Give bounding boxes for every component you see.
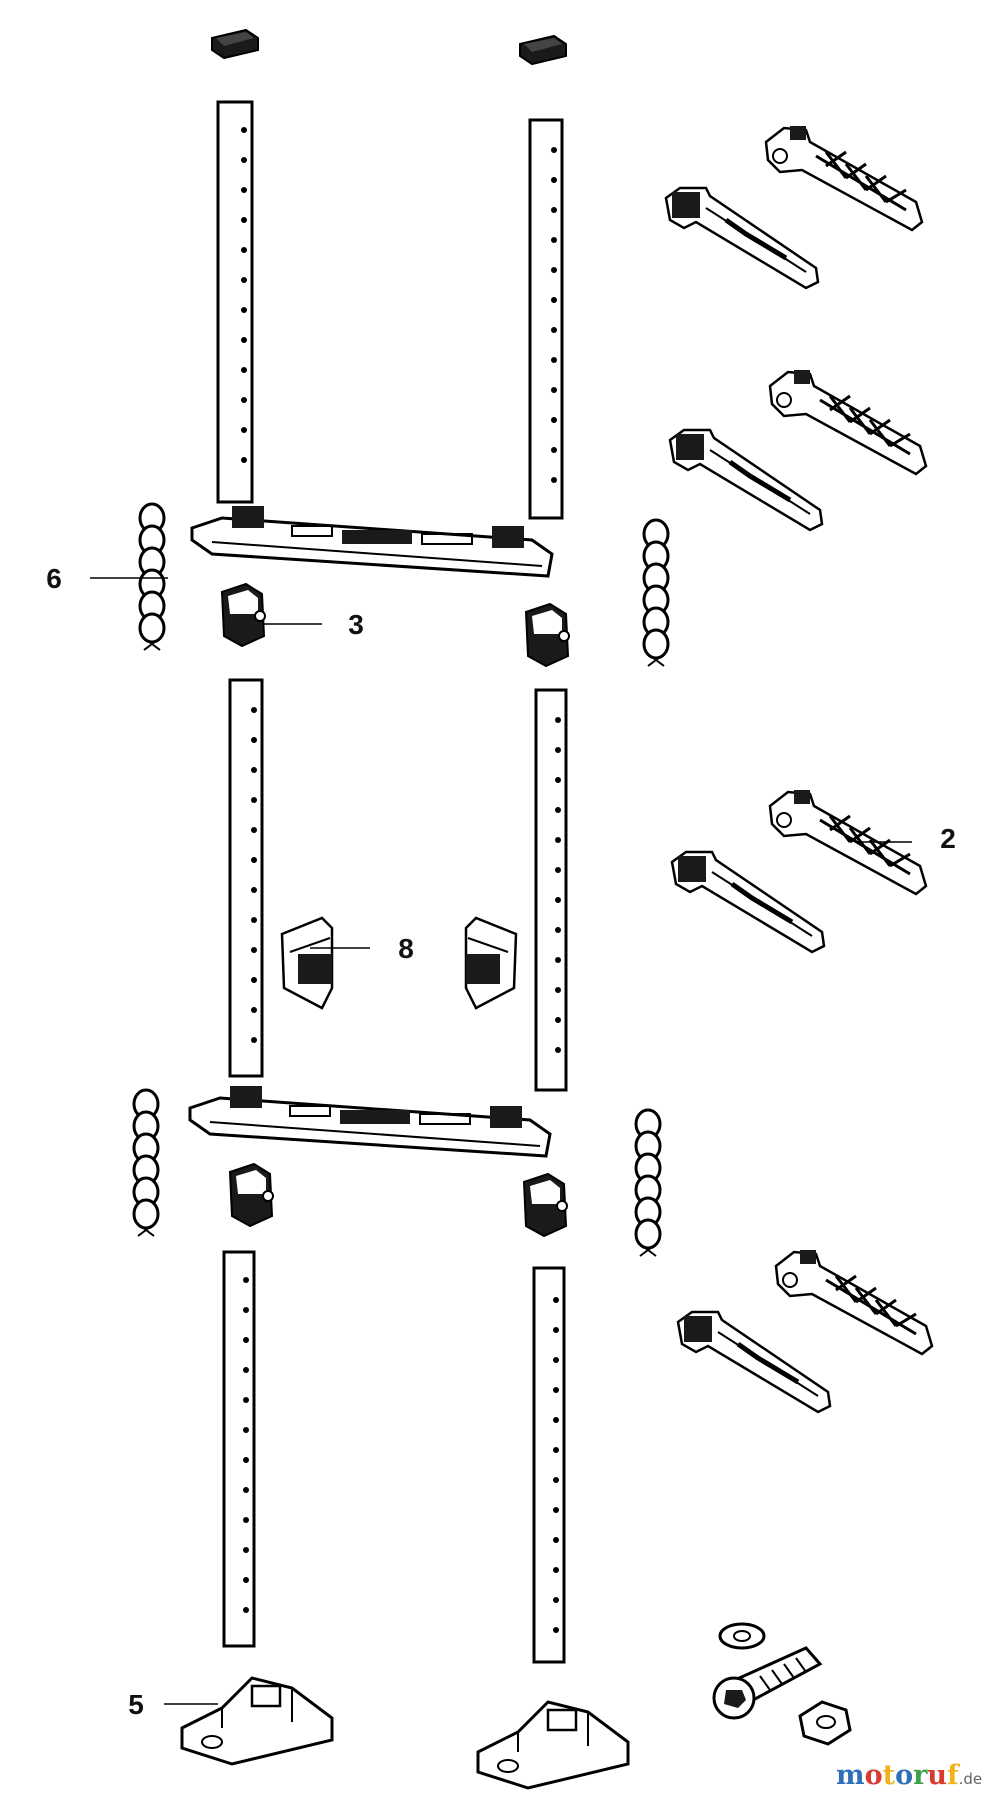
svg-text:motoruf.de: motoruf.de (836, 1760, 982, 1791)
watermark-letter: t (883, 1760, 896, 1791)
watermark-letter: r (913, 1760, 928, 1791)
callout-6: 6 (46, 563, 168, 594)
callout-8: 8 (310, 933, 414, 964)
shelf-brackets (666, 124, 934, 1412)
callout-2: 2 (856, 823, 956, 854)
watermark-suffix: .de (959, 1770, 983, 1788)
watermark-letter: u (927, 1760, 947, 1791)
watermark-letter: o (895, 1760, 913, 1791)
watermark-letter: m (836, 1760, 865, 1791)
callout-label: 3 (348, 609, 364, 640)
hardware (712, 1622, 852, 1746)
feet (180, 1676, 630, 1790)
end-caps (211, 29, 567, 65)
callout-label: 2 (940, 823, 956, 854)
watermark-logo: motoruf.de (836, 1760, 982, 1791)
callout-label: 5 (128, 1689, 144, 1720)
callout-label: 8 (398, 933, 414, 964)
post-holes (241, 127, 561, 1633)
upright-posts (216, 100, 568, 1664)
callout-label: 6 (46, 563, 62, 594)
watermark-letter: f (947, 1760, 961, 1791)
callout-5: 5 (128, 1689, 218, 1720)
watermark-letter: o (865, 1760, 883, 1791)
callout-3: 3 (262, 609, 364, 640)
